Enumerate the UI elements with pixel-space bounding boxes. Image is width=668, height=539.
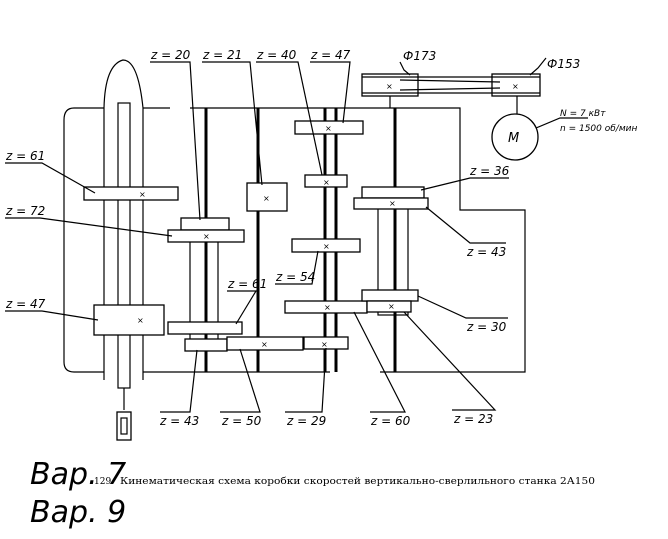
label-z43-right: z = 43 bbox=[466, 245, 506, 259]
gear-z47-left bbox=[93, 304, 165, 336]
label-motor-speed: n = 1500 об/мин bbox=[560, 124, 637, 134]
gear-labels: z = 61 z = 72 z = 47 z = 20 z = 21 z = 4… bbox=[5, 48, 637, 428]
svg-text:×: × bbox=[203, 232, 210, 241]
pulley-d153 bbox=[491, 73, 541, 97]
gear-z50 bbox=[226, 336, 304, 351]
svg-text:×: × bbox=[389, 199, 396, 208]
label-motor-power: N = 7 кВт bbox=[560, 109, 606, 119]
gear-z30 bbox=[361, 289, 419, 302]
spindle-end bbox=[116, 411, 132, 441]
gear-z20 bbox=[180, 217, 230, 231]
svg-text:×: × bbox=[323, 178, 330, 187]
handwritten-notes: Вар. 7 Вар. 9 bbox=[30, 457, 126, 530]
gear-blocks: × × × × × × × × × × × × bbox=[83, 120, 429, 352]
svg-text:×: × bbox=[388, 302, 395, 311]
svg-text:×: × bbox=[261, 340, 268, 349]
caption-text: Кинематическая схема коробки скоростей в… bbox=[120, 476, 595, 487]
label-pulley-d173: Ф173 bbox=[403, 49, 436, 63]
handwriting-line2: Вар. 9 bbox=[30, 495, 126, 530]
label-z60: z = 60 bbox=[370, 414, 411, 428]
svg-text:×: × bbox=[263, 194, 270, 203]
label-z50: z = 50 bbox=[221, 414, 262, 428]
gear-z23 bbox=[366, 300, 412, 313]
label-z20: z = 20 bbox=[150, 48, 191, 62]
gearbox-housing bbox=[63, 59, 526, 380]
label-z47-left: z = 47 bbox=[5, 297, 46, 311]
svg-text:×: × bbox=[321, 340, 328, 349]
svg-text:×: × bbox=[137, 316, 144, 325]
label-z54: z = 54 bbox=[275, 270, 315, 284]
label-z43-bottom: z = 43 bbox=[159, 414, 199, 428]
svg-text:×: × bbox=[325, 124, 332, 133]
motor-symbol: M bbox=[508, 131, 519, 146]
caption-number: 129. bbox=[94, 477, 114, 487]
label-z36: z = 36 bbox=[469, 164, 510, 178]
label-z29: z = 29 bbox=[286, 414, 326, 428]
svg-text:×: × bbox=[323, 242, 330, 251]
gear-z43-bottom bbox=[184, 338, 228, 352]
label-z40: z = 40 bbox=[256, 48, 297, 62]
gear-z40 bbox=[304, 174, 348, 188]
label-z30: z = 30 bbox=[466, 320, 507, 334]
gear-z54 bbox=[291, 238, 361, 253]
gear-z61-mid bbox=[167, 321, 243, 335]
svg-text:×: × bbox=[386, 82, 393, 91]
svg-text:×: × bbox=[324, 303, 331, 312]
figure-caption: 129. Кинематическая схема коробки скорос… bbox=[94, 476, 595, 487]
gear-z21 bbox=[246, 182, 288, 212]
handwriting-line1: Вар. 7 bbox=[30, 457, 126, 492]
belt-drive: × × bbox=[361, 73, 541, 97]
svg-text:×: × bbox=[139, 190, 146, 199]
label-z61-left: z = 61 bbox=[5, 149, 45, 163]
label-z21: z = 21 bbox=[202, 48, 242, 62]
gear-z36 bbox=[361, 186, 425, 199]
label-z47-top: z = 47 bbox=[310, 48, 351, 62]
gear-z43-right bbox=[353, 197, 429, 210]
label-pulley-d153: Ф153 bbox=[547, 57, 580, 71]
label-z72: z = 72 bbox=[5, 204, 45, 218]
leader-lines bbox=[5, 57, 588, 413]
svg-text:×: × bbox=[512, 82, 519, 91]
label-z61-mid: z = 61 bbox=[227, 277, 267, 291]
electric-motor: M bbox=[491, 113, 539, 161]
label-z23: z = 23 bbox=[453, 412, 493, 426]
gear-z61-left bbox=[83, 186, 179, 201]
